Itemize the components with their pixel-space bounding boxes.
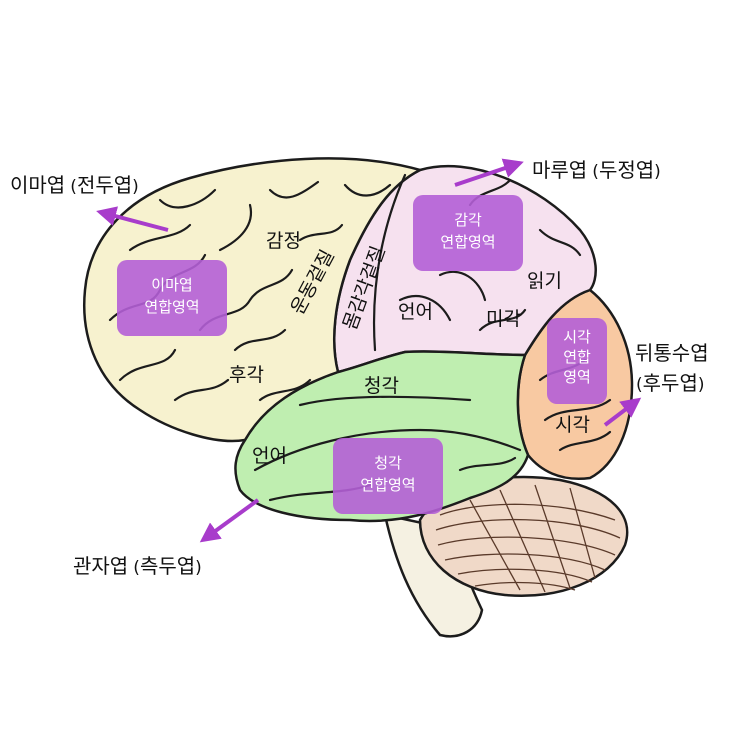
frontal-association-line1: 이마엽 [151, 276, 192, 294]
label-frontal-lobe: 이마엽 (전두엽) [10, 173, 139, 197]
label-occipital-lobe-name: 뒤통수엽 [635, 341, 709, 365]
label-reading: 읽기 [527, 270, 562, 292]
parietal-gyri [372, 173, 582, 352]
label-language-temporal: 언어 [252, 445, 287, 467]
auditory-association-area: 청각 연합영역 [333, 438, 443, 514]
label-parietal-lobe: 마루엽 (두정엽) [532, 158, 661, 182]
label-language-parietal: 언어 [398, 301, 433, 323]
arrow-parietal [454, 158, 524, 187]
label-taste: 미각 [486, 308, 521, 330]
label-vision: 시각 [555, 414, 590, 436]
label-smell: 후각 [229, 364, 264, 386]
visual-association-line3: 영역 [563, 368, 591, 386]
cerebellum-folds [435, 484, 621, 593]
sensory-association-line2: 연합영역 [440, 233, 495, 251]
auditory-association-line1: 청각 [374, 454, 402, 472]
label-temporal-lobe: 관자엽 (측두엽) [73, 554, 202, 578]
label-hearing: 청각 [364, 375, 399, 397]
arrow-frontal [96, 206, 169, 232]
arrow-occipital [603, 397, 642, 427]
frontal-association-line2: 연합영역 [144, 298, 199, 316]
temporal-lobe [234, 350, 530, 523]
visual-association-line2: 연합 [563, 348, 591, 366]
label-occipital-lobe-alt: (후두엽) [636, 371, 704, 395]
sensory-association-line1: 감각 [454, 211, 482, 229]
frontal-association-area: 이마엽 연합영역 [117, 260, 227, 336]
visual-association-area: 시각 연합 영역 [547, 318, 607, 404]
label-emotion: 감정 [266, 230, 301, 252]
sensory-association-area: 감각 연합영역 [413, 195, 523, 271]
auditory-association-line2: 연합영역 [360, 476, 415, 494]
arrow-temporal [199, 498, 260, 543]
visual-association-line1: 시각 [563, 328, 591, 346]
